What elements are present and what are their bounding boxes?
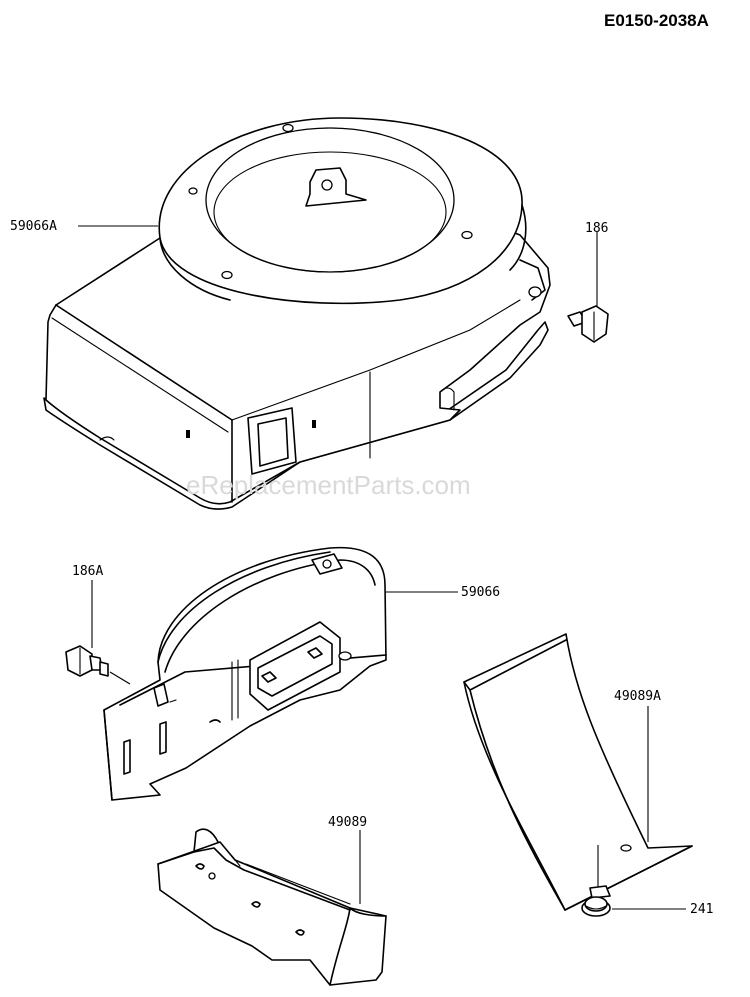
watermark: eReplacementParts.com xyxy=(186,470,471,500)
callout-241: 241 xyxy=(690,902,713,917)
callout-186: 186 xyxy=(585,221,608,236)
callout-59066A: 59066A xyxy=(10,219,57,234)
callout-186A: 186A xyxy=(72,564,103,579)
screw-241 xyxy=(581,845,686,917)
shroud-plate-59066 xyxy=(103,546,387,801)
drawing-code: E0150-2038A xyxy=(604,11,709,30)
blower-housing xyxy=(43,117,551,510)
cover-49089 xyxy=(157,828,387,986)
cover-49089a xyxy=(463,633,693,911)
bolt-186a xyxy=(65,580,131,685)
callout-49089A: 49089A xyxy=(614,689,661,704)
bolt-186 xyxy=(567,232,609,343)
callout-49089: 49089 xyxy=(328,815,367,830)
callout-59066: 59066 xyxy=(461,585,500,600)
